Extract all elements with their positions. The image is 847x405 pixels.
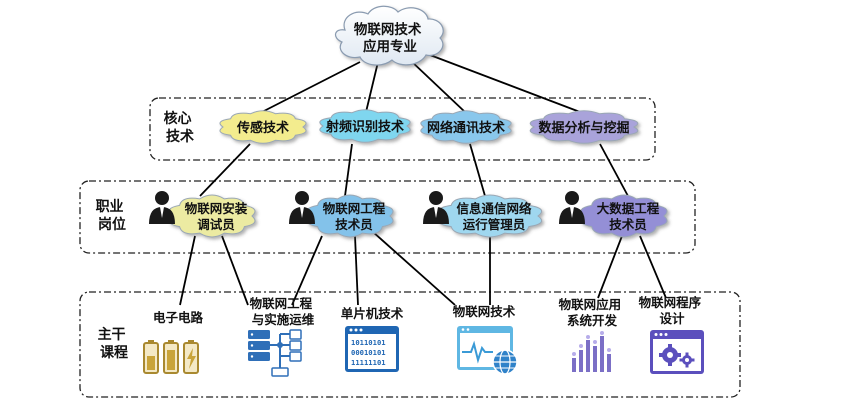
edge-root-core1 xyxy=(261,61,361,113)
row-label-core: 核心 技术 xyxy=(164,110,197,145)
worker-icon xyxy=(423,191,449,224)
job-node: 物联网安装调试员 xyxy=(149,191,256,238)
core-tech-cloud xyxy=(529,110,639,144)
core-tech-label: 传感技术 xyxy=(236,120,289,136)
edge-job1-course1 xyxy=(179,235,196,306)
core-tech-node: 射频识别技术 xyxy=(319,109,411,143)
worker-icon xyxy=(559,191,585,224)
binary-line-2: 00010101 xyxy=(351,348,386,357)
course-labels: 电子电路 物联网工程 与实施运维 单片机技术 物联网技术 物联网应用 系统开发 … xyxy=(153,295,706,328)
core-tech-label: 射频识别技术 xyxy=(325,119,404,135)
edge-core1-job1 xyxy=(199,143,251,197)
core-tech-cloud xyxy=(219,110,307,144)
course-label-iot-tech: 物联网技术 xyxy=(453,304,516,319)
root-label: 物联网技术 应用专业 xyxy=(354,21,426,55)
job-label: 物联网安装调试员 xyxy=(185,201,248,232)
job-cloud xyxy=(306,194,394,238)
job-label: 物联网工程技术员 xyxy=(323,201,386,232)
edge-core4-job4 xyxy=(599,143,629,197)
core-tech-node: 传感技术 xyxy=(219,110,307,144)
core-tech-label: 数据分析与挖掘 xyxy=(538,120,629,136)
worker-icon xyxy=(149,191,175,224)
jobs-band xyxy=(79,180,696,254)
job-label: 大数据工程技术员 xyxy=(597,201,660,232)
course-label-electronic-circuits: 电子电路 xyxy=(153,310,204,325)
binary-window-icon: 10110101 00010101 11111101 xyxy=(345,326,399,372)
root-node xyxy=(335,5,444,66)
job-group: 物联网安装调试员 物联网工程技术员 信息通信网络运行管理员 大数据工程技术员 xyxy=(149,191,668,238)
edge-core3-job3 xyxy=(469,143,486,197)
connector-lines xyxy=(179,54,667,306)
core-tech-label: 网络通讯技术 xyxy=(427,120,505,136)
courses-band xyxy=(79,291,741,398)
edge-job4-course5 xyxy=(597,235,623,299)
bar-chart-icon xyxy=(572,331,611,372)
course-label-mcu: 单片机技术 xyxy=(341,306,404,321)
edge-job2-course4 xyxy=(372,231,456,306)
worker-icon xyxy=(289,191,315,224)
core-tech-cloud xyxy=(420,110,512,144)
core-tech-node: 数据分析与挖掘 xyxy=(529,110,639,144)
core-tech-cloud xyxy=(319,109,411,143)
course-label-app-dev: 物联网应用 系统开发 xyxy=(559,297,626,328)
row-label-jobs: 职业 岗位 xyxy=(96,199,129,233)
edge-root-core2 xyxy=(365,61,379,113)
job-node: 大数据工程技术员 xyxy=(559,191,668,238)
network-diagram-icon xyxy=(248,329,302,377)
edge-core2-job2 xyxy=(344,143,353,197)
edge-root-core4 xyxy=(429,54,581,113)
job-cloud xyxy=(168,194,256,238)
job-label: 信息通信网络运行管理员 xyxy=(456,201,532,232)
gear-window-icon xyxy=(650,330,704,374)
job-cloud xyxy=(580,194,668,238)
edge-job1-course2 xyxy=(221,235,249,306)
core-tech-node: 网络通讯技术 xyxy=(420,110,512,144)
job-node: 信息通信网络运行管理员 xyxy=(423,191,543,238)
globe-waveform-icon xyxy=(457,326,518,375)
binary-line-3: 11111101 xyxy=(351,358,386,367)
job-node: 物联网工程技术员 xyxy=(289,191,394,238)
job-cloud xyxy=(437,194,543,238)
svg-text:10110101 00010101: 10110101 00010101 11111101 xyxy=(351,338,390,367)
row-label-courses: 主干 课程 xyxy=(98,326,131,361)
core-technology-group: 传感技术 射频识别技术 网络通讯技术 数据分析与挖掘 xyxy=(219,109,639,144)
edge-root-core3 xyxy=(409,59,466,113)
course-label-iot-engineering: 物联网工程 与实施运维 xyxy=(250,296,317,327)
course-label-programming: 物联网程序 设计 xyxy=(639,295,706,326)
core-tech-band xyxy=(149,97,656,161)
binary-line-1: 10110101 xyxy=(351,338,386,347)
edge-job2-course2 xyxy=(291,235,323,306)
edge-job4-course6 xyxy=(639,235,667,299)
edge-job2-course3 xyxy=(354,235,359,306)
battery-icon xyxy=(143,340,199,374)
